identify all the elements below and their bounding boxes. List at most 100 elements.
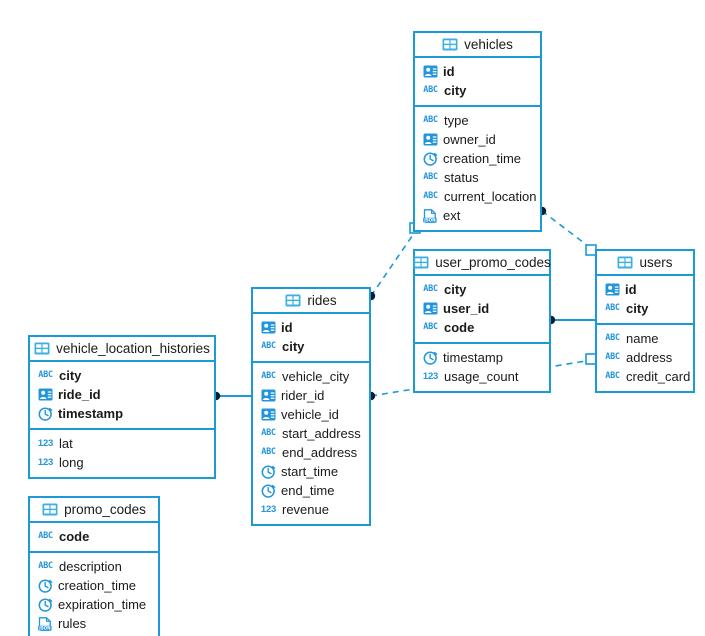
field-row[interactable]: ABC city xyxy=(597,299,693,318)
field-name: creation_time xyxy=(443,151,522,166)
field-row[interactable]: timestamp xyxy=(415,348,549,367)
field-row[interactable]: user_id xyxy=(415,299,549,318)
field-row[interactable]: id xyxy=(253,318,369,337)
table-grid-icon xyxy=(442,38,458,52)
table-title: users xyxy=(639,254,673,270)
abc-text-icon: ABC xyxy=(423,322,438,333)
field-name: vehicle_city xyxy=(282,369,350,384)
field-name: name xyxy=(626,331,659,346)
field-row[interactable]: expiration_time xyxy=(30,595,158,614)
table-grid-icon xyxy=(413,256,429,270)
field-row[interactable]: JSON ext xyxy=(415,206,540,225)
field-name: usage_count xyxy=(444,369,519,384)
field-name: start_time xyxy=(281,464,339,479)
table-header[interactable]: user_promo_codes xyxy=(413,251,551,276)
table-header[interactable]: vehicles xyxy=(415,33,540,58)
field-row[interactable]: JSON rules xyxy=(30,614,158,633)
relationship-vehicles-to-users[interactable] xyxy=(537,206,597,256)
field-name: end_time xyxy=(281,483,335,498)
abc-text-icon: ABC xyxy=(605,303,620,314)
clock-icon xyxy=(260,464,276,479)
key-id-icon xyxy=(260,321,276,335)
field-name: rules xyxy=(58,616,87,631)
field-name: timestamp xyxy=(58,406,124,421)
field-name: city xyxy=(282,339,305,354)
field-row[interactable]: 123 usage_count xyxy=(415,367,549,386)
table-header[interactable]: users xyxy=(597,251,693,276)
field-name: start_address xyxy=(282,426,361,441)
field-row[interactable]: id xyxy=(415,62,540,81)
field-name: credit_card xyxy=(626,369,691,384)
key-id-icon xyxy=(37,388,53,402)
table-header[interactable]: vehicle_location_histories xyxy=(30,337,214,362)
field-row[interactable]: rider_id xyxy=(253,386,369,405)
field-row[interactable]: vehicle_id xyxy=(253,405,369,424)
clock-icon xyxy=(37,578,53,593)
relationship-upc-to-users[interactable] xyxy=(546,315,595,325)
abc-text-icon: ABC xyxy=(423,284,438,295)
field-name: id xyxy=(625,282,637,297)
table-title: rides xyxy=(307,292,337,308)
table-header[interactable]: rides xyxy=(253,289,369,314)
json-icon: JSON xyxy=(37,616,53,631)
number-icon: 123 xyxy=(422,370,439,382)
field-row[interactable]: id xyxy=(597,280,693,299)
field-name: city xyxy=(626,301,649,316)
abc-text-icon: ABC xyxy=(605,352,620,363)
field-row[interactable]: start_time xyxy=(253,462,369,481)
field-name: status xyxy=(444,170,479,185)
table-header[interactable]: promo_codes xyxy=(30,498,158,523)
relationship-line xyxy=(370,225,420,297)
field-row[interactable]: timestamp xyxy=(30,404,214,423)
field-name: lat xyxy=(59,436,73,451)
field-row[interactable]: end_time xyxy=(253,481,369,500)
field-name: id xyxy=(281,320,293,335)
relationship-vlh-to-rides[interactable] xyxy=(211,391,251,401)
column-section: timestamp 123 usage_count xyxy=(415,344,549,391)
svg-text:JSON: JSON xyxy=(423,217,436,222)
table-grid-icon xyxy=(34,342,50,356)
field-name: current_location xyxy=(444,189,537,204)
field-name: ext xyxy=(443,208,461,223)
relationship-line xyxy=(541,210,593,250)
field-row[interactable]: creation_time xyxy=(30,576,158,595)
field-row[interactable]: owner_id xyxy=(415,130,540,149)
field-name: expiration_time xyxy=(58,597,147,612)
field-row[interactable]: creation_time xyxy=(415,149,540,168)
field-name: revenue xyxy=(282,502,329,517)
table-title: user_promo_codes xyxy=(435,254,551,270)
field-row[interactable]: ride_id xyxy=(30,385,214,404)
abc-text-icon: ABC xyxy=(423,85,438,96)
